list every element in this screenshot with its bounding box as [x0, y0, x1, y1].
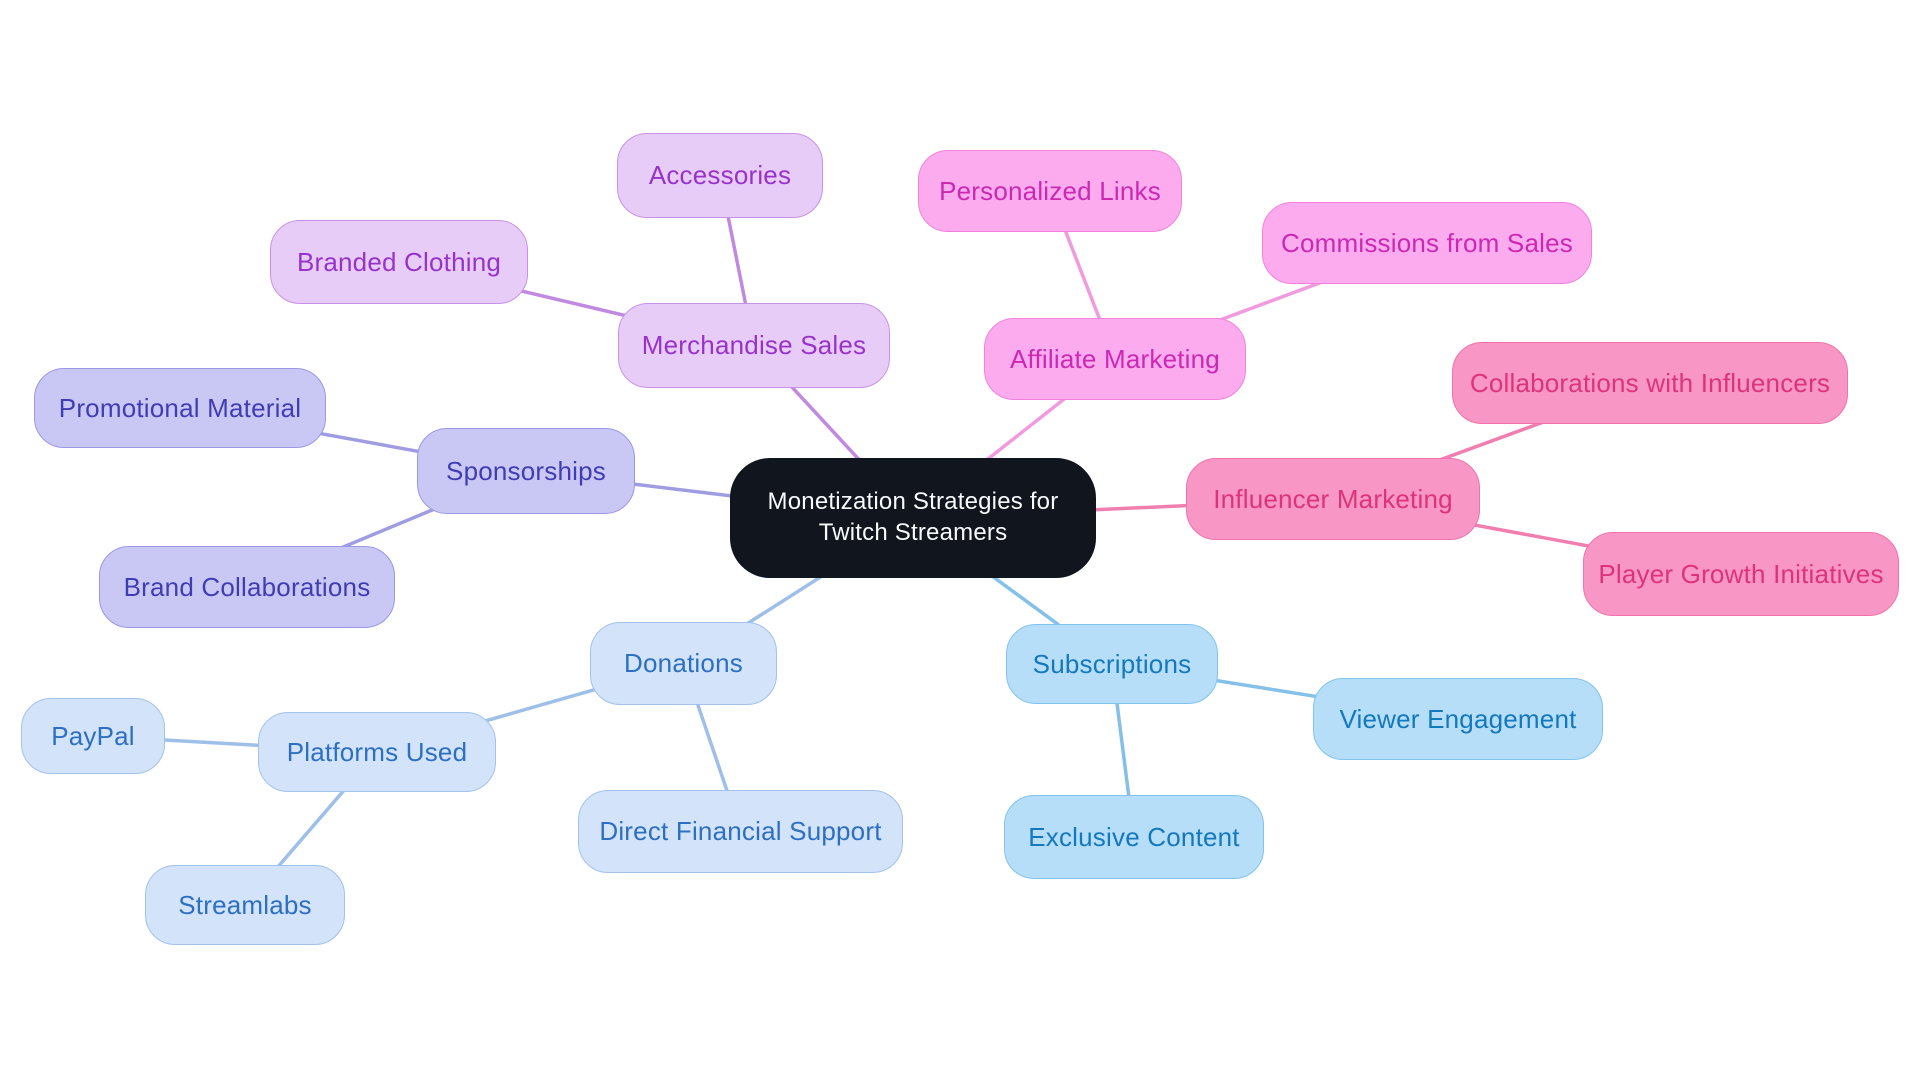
node-label: Affiliate Marketing [1010, 343, 1220, 374]
node-label: Platforms Used [286, 736, 468, 767]
node-subscriptions[interactable]: Subscriptions [1006, 624, 1218, 704]
node-root-label: Monetization Strategies for Twitch Strea… [767, 488, 1059, 546]
node-label: Influencer Marketing [1213, 483, 1453, 514]
node-label: Viewer Engagement [1339, 703, 1577, 734]
node-label: Donations [624, 648, 743, 678]
node-label: Player Growth Initiatives [1598, 558, 1884, 589]
node-label: Exclusive Content [1028, 821, 1240, 852]
node-exclusive-content[interactable]: Exclusive Content [1004, 795, 1264, 879]
node-influencer-marketing[interactable]: Influencer Marketing [1186, 458, 1480, 540]
node-label: Sponsorships [446, 455, 606, 486]
node-root-monetization-strategies[interactable]: Monetization Strategies for Twitch Strea… [730, 458, 1096, 578]
node-direct-financial-support[interactable]: Direct Financial Support [578, 790, 903, 873]
node-label: Subscriptions [1032, 648, 1192, 679]
node-label: Branded Clothing [296, 246, 502, 277]
node-label: Merchandise Sales [641, 330, 867, 360]
node-platforms-used[interactable]: Platforms Used [258, 712, 496, 792]
node-promotional-material[interactable]: Promotional Material [34, 368, 326, 448]
node-label: Direct Financial Support [599, 816, 882, 846]
node-collaborations-with-influencers[interactable]: Collaborations with Influencers [1452, 342, 1848, 424]
node-streamlabs[interactable]: Streamlabs [145, 865, 345, 945]
node-accessories[interactable]: Accessories [617, 133, 823, 218]
node-affiliate-marketing[interactable]: Affiliate Marketing [984, 318, 1246, 400]
node-label: Personalized Links [939, 175, 1161, 206]
node-brand-collaborations[interactable]: Brand Collaborations [99, 546, 395, 628]
node-branded-clothing[interactable]: Branded Clothing [270, 220, 528, 304]
node-personalized-links[interactable]: Personalized Links [918, 150, 1182, 232]
node-label: Promotional Material [58, 392, 302, 423]
node-paypal[interactable]: PayPal [21, 698, 165, 774]
node-label: Streamlabs [178, 889, 312, 920]
node-sponsorships[interactable]: Sponsorships [417, 428, 635, 514]
node-label: PayPal [51, 720, 135, 751]
node-merchandise-sales[interactable]: Merchandise Sales [618, 303, 890, 388]
node-donations[interactable]: Donations [590, 622, 777, 705]
node-commissions-from-sales[interactable]: Commissions from Sales [1262, 202, 1592, 284]
node-viewer-engagement[interactable]: Viewer Engagement [1313, 678, 1603, 760]
node-label: Collaborations with Influencers [1469, 367, 1831, 398]
node-player-growth-initiatives[interactable]: Player Growth Initiatives [1583, 532, 1899, 616]
node-label: Accessories [648, 160, 792, 190]
node-label: Brand Collaborations [123, 571, 371, 602]
node-label: Commissions from Sales [1281, 227, 1573, 258]
